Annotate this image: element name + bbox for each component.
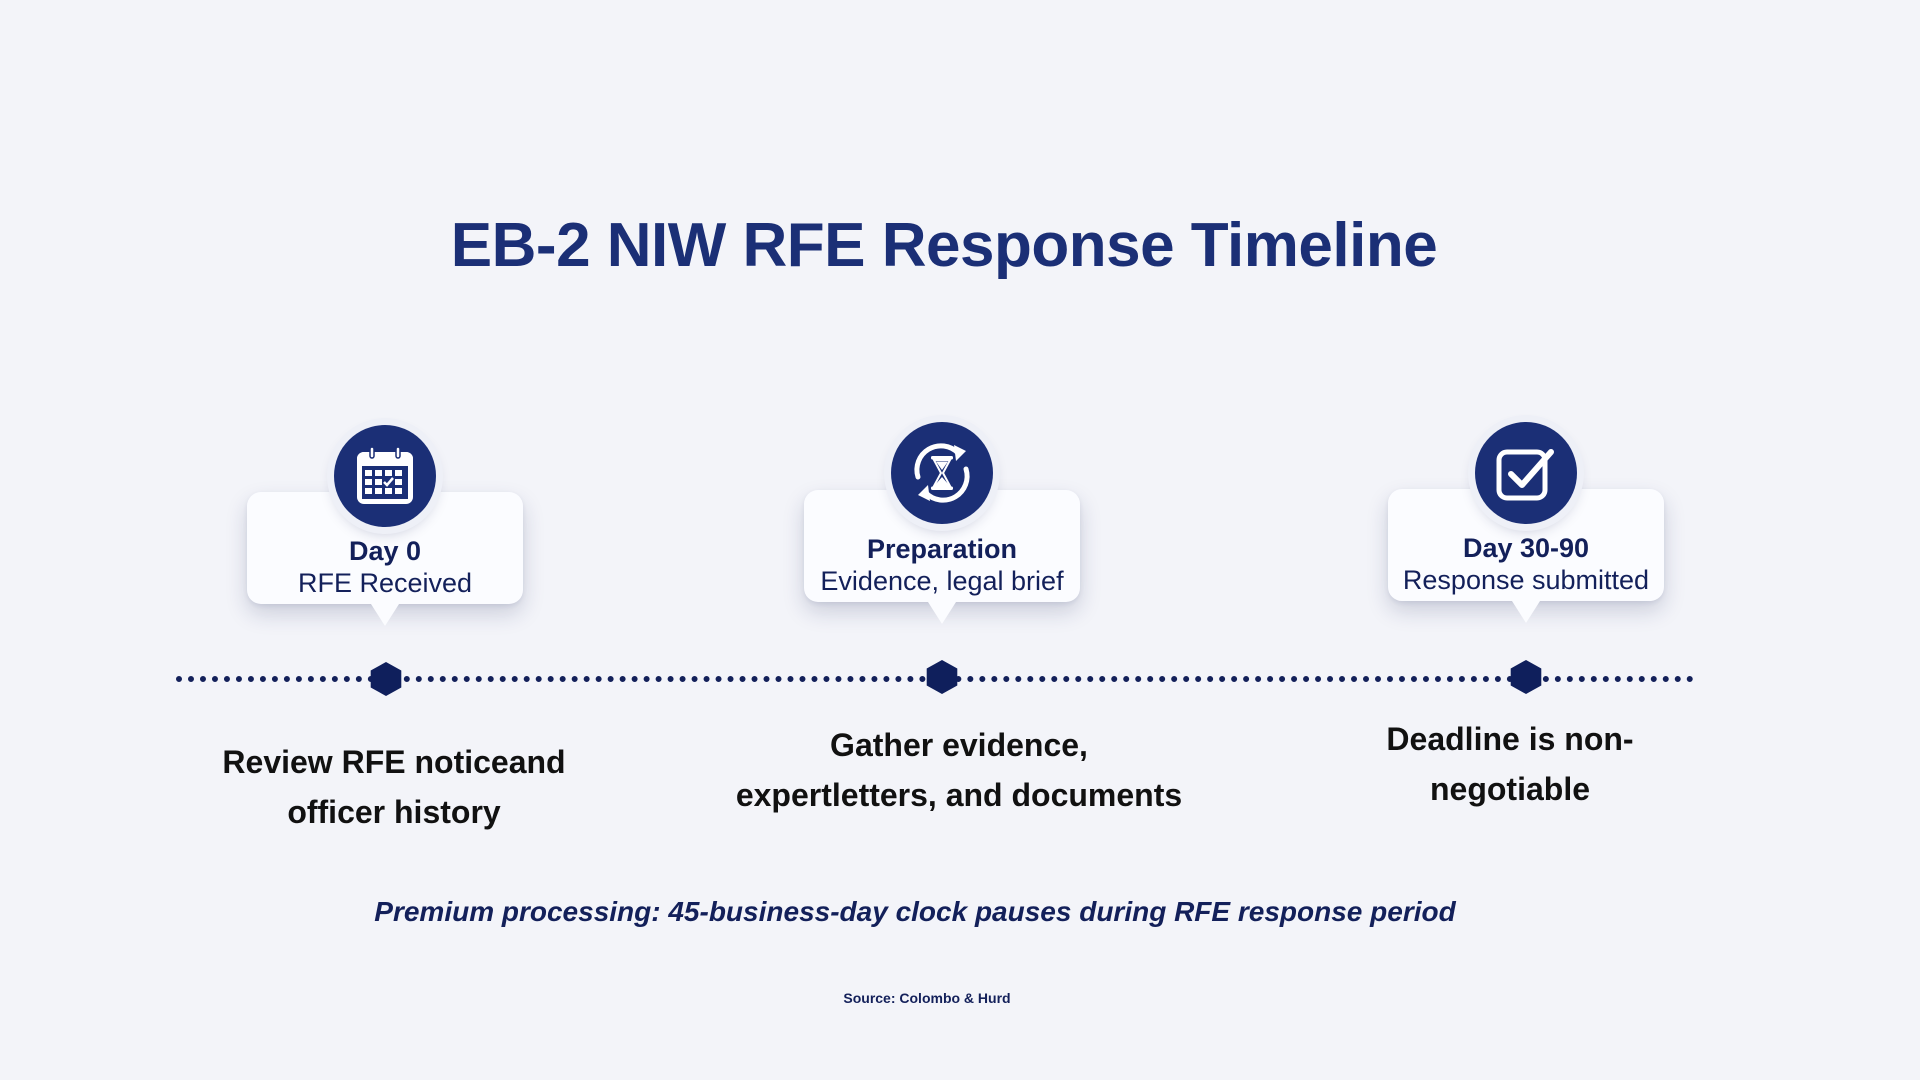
source-credit: Source: Colombo & Hurd [843,990,1011,1006]
step-subtitle: Evidence, legal brief [820,566,1064,596]
step-title: Day 30-90 [1462,533,1590,563]
step-badge-day-30-90 [1475,422,1577,524]
step-subtitle: Response submitted [1402,565,1650,595]
step-description-day-30-90: Deadline is non- negotiable [1386,721,1634,807]
step-card-day-0: Day 0 RFE Received [247,492,523,626]
step-description-day-0: Review RFE noticeand officer history [222,744,566,830]
timeline-node-day-30-90 [1510,660,1542,694]
step-title: Preparation [866,534,1018,564]
step-badge-preparation [891,422,993,524]
checkbox-icon [1496,449,1554,501]
premium-processing-note: Premium processing: 45-business-day cloc… [374,896,1456,927]
timeline-node-preparation [926,660,958,694]
step-subtitle: RFE Received [297,568,473,598]
calendar-icon [357,446,413,504]
step-badge-day-0 [334,425,436,527]
timeline-node-day-0 [370,662,402,696]
step-title: Day 0 [348,536,422,566]
hourglass-cycle-icon [914,443,970,503]
page-title: EB-2 NIW RFE Response Timeline [450,211,1438,280]
step-description-preparation: Gather evidence, expertletters, and docu… [735,727,1183,813]
